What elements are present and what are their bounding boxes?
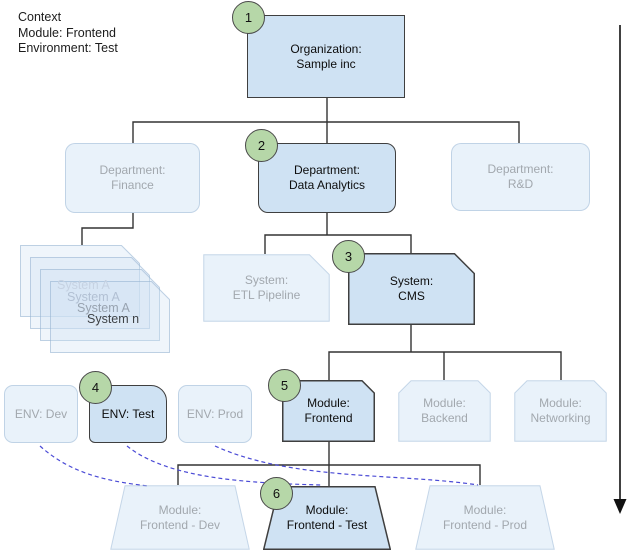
node-line: Module: [423, 396, 466, 410]
stack-line: System A [57, 278, 110, 292]
node-line: Frontend - Dev [139, 517, 221, 532]
node-module-frontend-test[interactable]: Module: Frontend - Test [263, 486, 391, 550]
node-label: ENV: Test [90, 386, 166, 442]
node-line: Networking [530, 411, 591, 425]
stack-card-shape [40, 269, 160, 341]
node-module-networking[interactable]: Module: Networking [514, 380, 607, 442]
node-module-frontend-dev[interactable]: Module: Frontend - Dev [110, 485, 250, 550]
stack-line: System n [87, 312, 140, 326]
node-label: Module: Networking [514, 380, 607, 442]
context-title: Context [18, 10, 62, 24]
node-label: Module: Frontend [282, 380, 375, 442]
node-line: ENV: Prod [186, 406, 244, 421]
node-line: Department: [99, 163, 166, 177]
node-line: Backend [421, 411, 468, 425]
node-line: Module: [305, 503, 349, 517]
node-system-cms[interactable]: System: CMS [348, 253, 475, 325]
step-badge-6: 6 [260, 477, 293, 510]
connector-finance-systems [81, 213, 134, 245]
arrow-down-icon [613, 25, 627, 514]
step-badge-1: 1 [232, 1, 265, 34]
node-label: Department: R&D [452, 144, 589, 210]
node-line: Finance [111, 178, 154, 192]
context-annotation: Context Module: Frontend Environment: Te… [18, 10, 118, 57]
step-badge-5: 5 [268, 369, 301, 402]
node-department-data-analytics[interactable]: Department: Data Analytics [258, 143, 396, 213]
node-env-prod[interactable]: ENV: Prod [178, 385, 252, 443]
node-label: Department: Finance [66, 144, 199, 212]
step-badge-4: 4 [79, 371, 112, 404]
node-line: Module: [307, 396, 350, 410]
node-department-rnd[interactable]: Department: R&D [451, 143, 590, 211]
node-module-frontend-prod[interactable]: Module: Frontend - Prod [415, 485, 555, 550]
env-link-prod [214, 445, 479, 486]
node-label: ENV: Dev [5, 386, 77, 442]
node-line: Module: [158, 502, 202, 517]
env-link-dev [39, 445, 149, 487]
context-module: Module: Frontend [18, 25, 116, 40]
node-line: CMS [398, 289, 425, 303]
node-label: Module: Backend [398, 380, 491, 442]
node-label: Module: Frontend - Test [263, 486, 391, 550]
node-label: System: ETL Pipeline [203, 254, 330, 322]
card-shape [348, 253, 475, 325]
node-line: Data Analytics [288, 178, 366, 192]
node-line: System: [244, 273, 289, 287]
node-line: Frontend - Prod [442, 517, 528, 532]
env-link-test [126, 445, 322, 486]
node-label: Module: Frontend - Prod [415, 485, 555, 550]
node-line: Sample inc [296, 56, 356, 71]
node-line: Module: [539, 396, 582, 410]
node-line: Department: [293, 163, 361, 177]
module-shape [514, 380, 607, 442]
node-line: Organization: [290, 41, 362, 56]
stack-card-shape [30, 257, 150, 329]
node-label: Department: Data Analytics [259, 144, 395, 212]
node-line: Frontend - Test [286, 518, 368, 532]
node-line: Department: [487, 162, 554, 176]
node-label: Organization: Sample inc [248, 16, 404, 97]
node-line: R&D [507, 177, 534, 191]
node-label: ENV: Prod [179, 386, 251, 442]
context-environment: Environment: Test [18, 41, 118, 55]
trapezoid-shape [263, 486, 391, 550]
node-line: Frontend [304, 411, 353, 425]
module-shape [398, 380, 491, 442]
node-line: ENV: Test [101, 406, 155, 421]
node-label: Module: Frontend - Dev [110, 485, 250, 550]
step-badge-2: 2 [245, 129, 278, 162]
node-department-finance[interactable]: Department: Finance [65, 143, 200, 213]
connector-cms-modules [328, 325, 562, 380]
stack-line: System A [77, 301, 130, 315]
node-line: System: [389, 274, 434, 288]
stack-card-shape [50, 281, 170, 353]
node-label: System: CMS [348, 253, 475, 325]
node-line: ETL Pipeline [232, 288, 301, 302]
node-organization[interactable]: Organization: Sample inc [247, 15, 405, 98]
card-shape [203, 254, 330, 322]
node-system-etl-pipeline[interactable]: System: ETL Pipeline [203, 254, 330, 322]
connector-frontend-deployments [177, 442, 481, 486]
connector-da-systems [264, 213, 412, 254]
step-badge-3: 3 [332, 240, 365, 273]
node-env-dev[interactable]: ENV: Dev [4, 385, 78, 443]
node-module-backend[interactable]: Module: Backend [398, 380, 491, 442]
node-line: ENV: Dev [14, 406, 68, 421]
node-line: Module: [463, 502, 507, 517]
trapezoid-shape [110, 485, 250, 550]
stack-line: System A [67, 290, 120, 304]
trapezoid-shape [415, 485, 555, 550]
node-module-frontend[interactable]: Module: Frontend [282, 380, 375, 442]
connector-org-departments [132, 98, 520, 143]
